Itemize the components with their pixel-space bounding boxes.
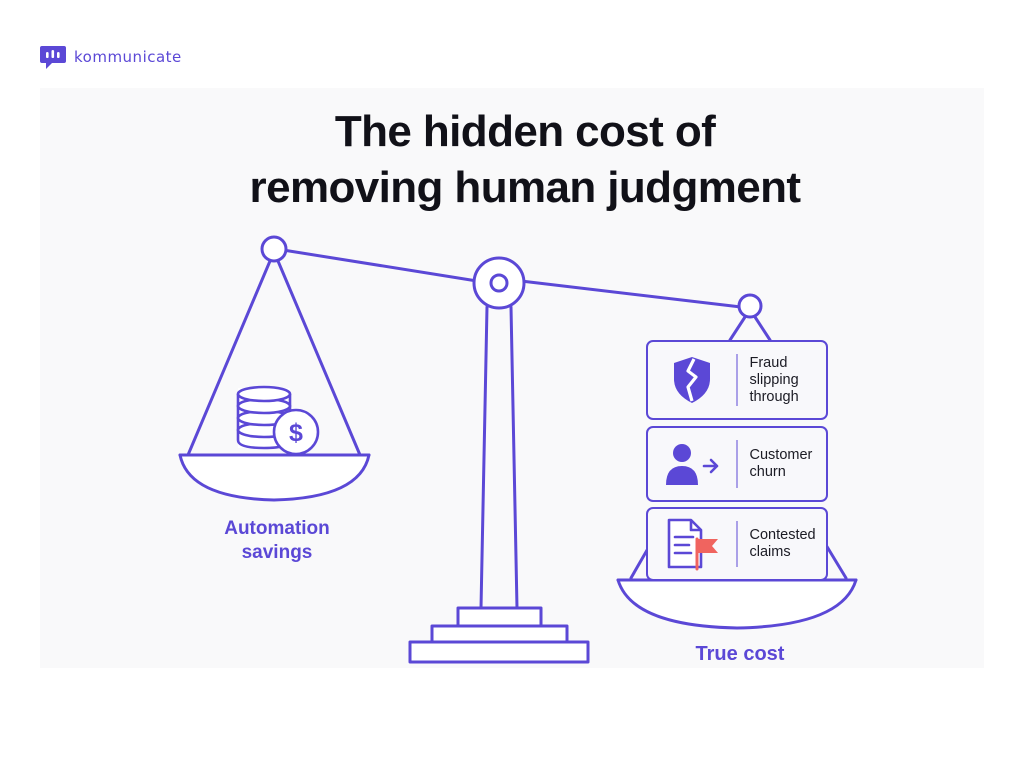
scale-beam [281,248,479,283]
page-title: The hidden cost of removing human judgme… [150,104,900,216]
user-arrow-icon [666,444,719,485]
card-text: Fraud slipping through [749,354,799,405]
cost-card-fraud: Fraud slipping through [646,340,828,420]
right-pivot-ring [737,293,763,319]
chat-bubble-icon [40,46,66,69]
title-line-1: The hidden cost of [334,107,716,156]
dollar-sign: $ [289,419,303,447]
true-cost-label: True cost [695,643,785,665]
base-step-bottom [408,640,590,664]
left-pan [178,453,371,502]
base-step-top [456,606,543,628]
coin-stack-dollar-icon [236,385,320,456]
base-step-middle [430,624,569,644]
scale-pillar [479,305,519,610]
cost-card-claims: Contested claims [646,507,828,581]
card-text: Customer churn [749,447,813,480]
cost-card-churn: Customer churn [646,426,828,502]
automation-savings-label: Automation savings [224,518,330,563]
title-line-2: removing human judgment [249,163,802,212]
broken-shield-icon [674,357,710,403]
card-text: Contested claims [749,527,816,560]
right-pan [616,578,858,630]
document-flag-icon [667,518,718,571]
brand-logo: kommunicate [38,42,182,72]
left-pivot-ring [260,235,288,263]
brand-name: kommunicate [74,48,182,66]
